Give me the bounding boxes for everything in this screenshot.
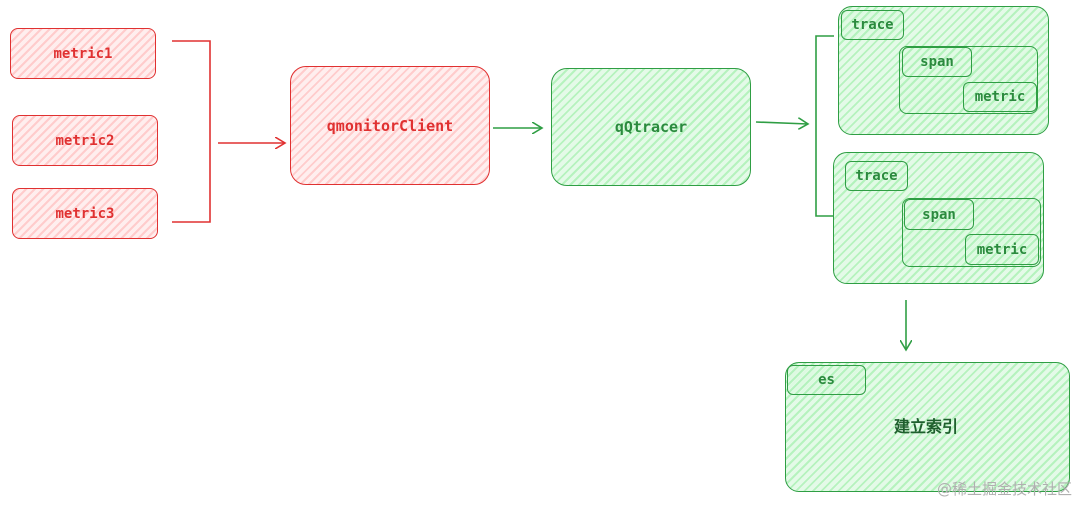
metrics-bracket xyxy=(172,40,211,223)
qqtracer-box: qQtracer xyxy=(551,68,751,186)
span-2-label: span xyxy=(922,206,956,223)
trace-2-tag: trace xyxy=(845,161,908,191)
qmonitor-client-box: qmonitorClient xyxy=(290,66,490,185)
es-label: es xyxy=(818,372,835,388)
qmonitor-client-label: qmonitorClient xyxy=(326,116,454,135)
metric-3-label: metric3 xyxy=(55,205,115,222)
metric-2-tag: metric xyxy=(965,234,1039,265)
watermark-text: @稀土掘金技术社区 xyxy=(936,480,1072,498)
qqtracer-label: qQtracer xyxy=(614,118,688,136)
arrow-tracer-to-traces xyxy=(755,122,808,124)
trace-1-label: trace xyxy=(851,17,894,33)
metric-tag-1-label: metric xyxy=(974,89,1026,105)
metric-2-label: metric2 xyxy=(55,132,115,149)
span-1-label: span xyxy=(920,54,954,70)
span-2-tag: span xyxy=(904,199,974,230)
trace-2-label: trace xyxy=(855,168,898,184)
metric-2-box: metric2 xyxy=(12,115,158,166)
metric-1-tag: metric xyxy=(963,82,1037,112)
metric-tag-2-label: metric xyxy=(976,241,1028,258)
metric-3-box: metric3 xyxy=(12,188,158,239)
build-index-label: 建立索引 xyxy=(893,417,958,436)
metric-1-label: metric1 xyxy=(53,45,113,62)
span-1-tag: span xyxy=(902,47,972,77)
trace-1-tag: trace xyxy=(841,10,904,40)
es-tag: es xyxy=(787,365,866,395)
metric-1-box: metric1 xyxy=(10,28,156,79)
traces-bracket xyxy=(815,35,834,217)
